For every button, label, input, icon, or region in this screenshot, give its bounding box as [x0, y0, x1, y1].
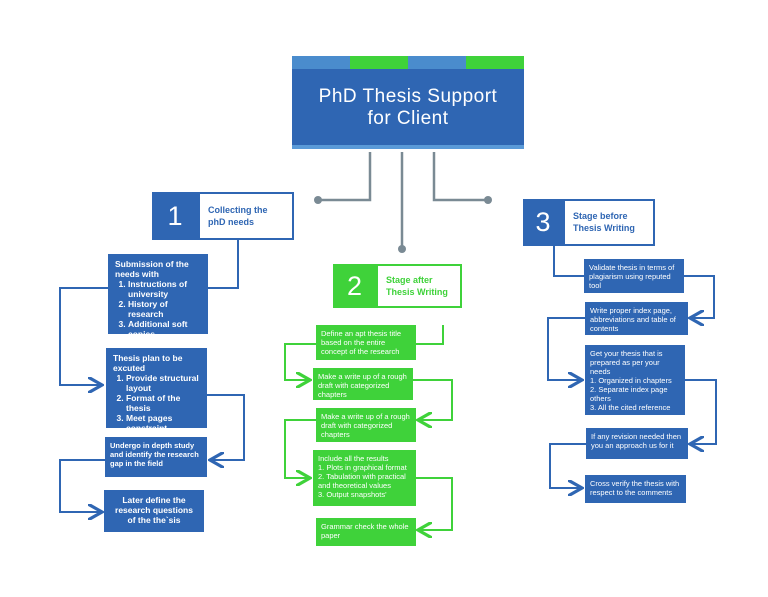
step-item: 1. Plots in graphical format	[318, 463, 407, 472]
stage-2-step-4: Include all the results 1. Plots in grap…	[313, 450, 416, 506]
stage-1-heading-line-2: phD needs	[208, 217, 255, 227]
step-item: 1. Organized in chapters	[590, 376, 672, 385]
step-intro: Include all the results	[318, 454, 389, 463]
step-item: Instructions of university	[128, 279, 201, 299]
stage-2-heading-line-1: Stage after	[386, 275, 433, 285]
stage-2-step-5: Grammar check the whole paper	[316, 518, 416, 546]
stage-3-step-4: If any revision needed then you an appro…	[586, 428, 688, 459]
stage-1-heading: Collecting the phD needs	[198, 192, 294, 240]
strip-segment	[408, 56, 466, 69]
step-item: Meet pages constraint	[126, 413, 200, 433]
stage-3-step-3: Get your thesis that is prepared as per …	[585, 345, 685, 421]
stage-2-heading-line-2: Thesis Writing	[386, 287, 448, 297]
step-item: 3. All the cited reference papers	[590, 403, 671, 421]
title-line-1: PhD Thesis Support	[318, 86, 498, 107]
step-item: Provide structural layout	[126, 373, 200, 393]
stage-2-number: 2	[333, 264, 376, 308]
stage-1-step-1: Submission of the needs with Instruction…	[108, 254, 208, 339]
stage-3-step-1: Validate thesis in terms of plagiarism u…	[584, 259, 684, 293]
stage-1-step-3: Undergo in depth study and identify the …	[105, 437, 207, 477]
stage-3-step-5: Cross verify the thesis with respect to …	[585, 475, 686, 503]
step-item: 3. Output snapshots'	[318, 490, 387, 499]
title-line-2: for Client	[367, 108, 449, 129]
stage-2-step-2: Make a write up of a rough draft with ca…	[313, 368, 413, 400]
stage-3-number: 3	[523, 199, 563, 246]
stage-2-heading: Stage after Thesis Writing	[376, 264, 462, 308]
stage-2-step-3: Make a write up of a rough draft with ca…	[316, 408, 416, 442]
step-intro: Submission of the needs with	[115, 259, 189, 279]
stage-1-step-4: Later define the research questions of t…	[104, 490, 204, 532]
stage-3-step-2: Write proper index page, abbreviations a…	[585, 302, 688, 335]
stage-3-heading: Stage before Thesis Writing	[563, 199, 655, 246]
step-item: Additional soft copies	[128, 319, 201, 339]
step-item: 2. Tabulation with practical and theoret…	[318, 472, 406, 490]
strip-segment	[292, 56, 350, 69]
title-box: PhD Thesis Support for Client	[292, 56, 524, 149]
stage-2-step-1: Define an apt thesis title based on the …	[316, 325, 416, 360]
step-item: 2. Separate index page others	[590, 385, 668, 403]
page-title: PhD Thesis Support for Client	[292, 86, 524, 130]
title-color-strip	[292, 56, 524, 69]
strip-segment	[350, 56, 408, 69]
step-intro: Get your thesis that is prepared as per …	[590, 349, 663, 376]
step-item: History of research	[128, 299, 201, 319]
stage-3-heading-line-1: Stage before	[573, 211, 628, 221]
step-item: Format of the thesis	[126, 393, 200, 413]
stage-1-heading-line-1: Collecting the	[208, 205, 268, 215]
stage-3-heading-line-2: Thesis Writing	[573, 223, 635, 233]
step-intro: Thesis plan to be excuted	[113, 353, 183, 373]
stage-1-number: 1	[152, 192, 198, 240]
stage-1-step-2: Thesis plan to be excuted Provide struct…	[106, 348, 207, 433]
strip-segment	[466, 56, 524, 69]
